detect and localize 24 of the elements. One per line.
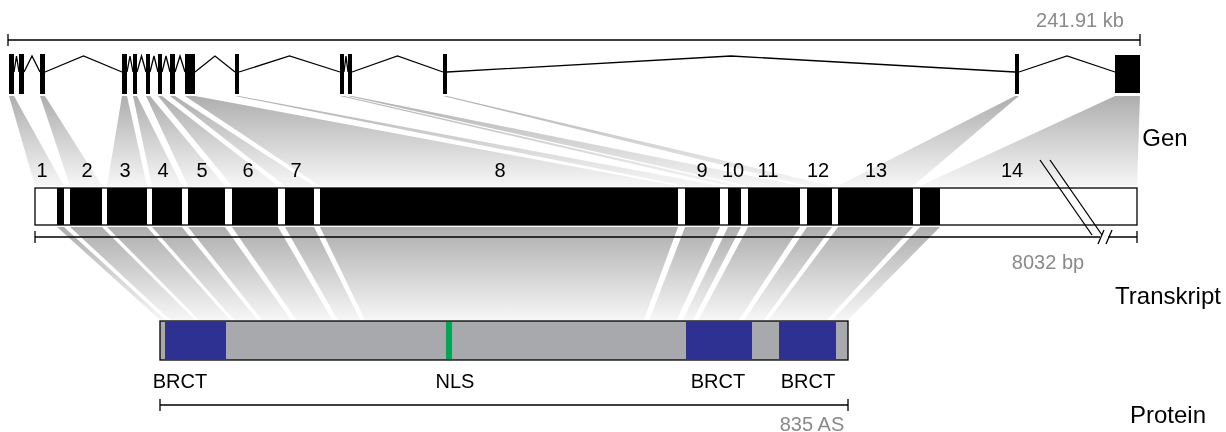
domain-label: NLS — [435, 371, 475, 391]
exon-number: 3 — [119, 160, 131, 180]
exon-number: 9 — [696, 160, 708, 180]
exon-number: 6 — [242, 160, 254, 180]
exon-number: 2 — [81, 160, 93, 180]
exon-number: 5 — [196, 160, 208, 180]
exon-number: 14 — [1000, 160, 1024, 180]
exon-number: 12 — [806, 160, 830, 180]
domain-label: BRCT — [780, 371, 836, 391]
track-label: Gen — [1142, 126, 1188, 150]
scale-label: 8032 bp — [1011, 252, 1085, 272]
exon-number: 13 — [864, 160, 888, 180]
exon-number: 11 — [757, 160, 779, 180]
exon-number: 7 — [290, 160, 302, 180]
domain-label: BRCT — [690, 371, 746, 391]
scale-label: 835 AS — [779, 414, 845, 432]
exon-number: 10 — [721, 160, 745, 180]
track-label: Transkript — [1115, 284, 1221, 308]
scale-label: 241.91 kb — [1036, 10, 1124, 30]
exon-number: 8 — [494, 160, 506, 180]
domain-label: BRCT — [152, 371, 208, 391]
exon-number: 4 — [157, 160, 169, 180]
track-label: Protein — [1130, 403, 1206, 427]
exon-number: 1 — [36, 160, 48, 180]
